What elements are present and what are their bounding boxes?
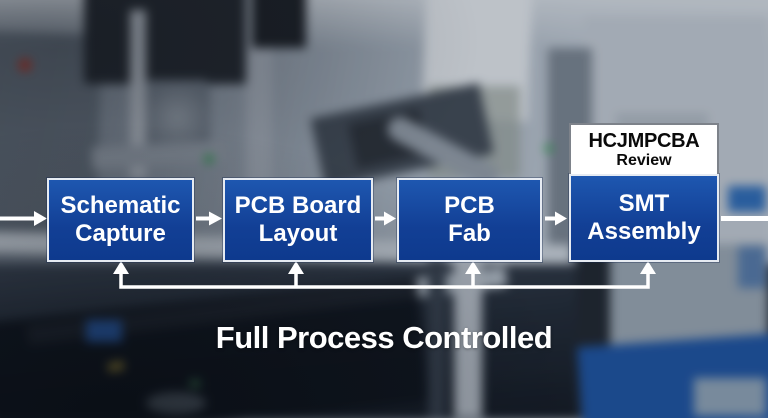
bg-green-indicator-1 bbox=[204, 154, 214, 164]
feedback-loop-line bbox=[119, 273, 650, 289]
bg-light-post bbox=[454, 258, 482, 418]
bg-corner-light bbox=[694, 378, 766, 416]
feedback-arrow-head-3-icon bbox=[465, 261, 481, 274]
feedback-arrow-head-4-icon bbox=[640, 261, 656, 274]
flow-step-label-line: Assembly bbox=[587, 218, 701, 245]
bg-red-indicator bbox=[18, 58, 32, 72]
flow-step-label-line: PCB bbox=[444, 192, 495, 219]
flow-step-label-line: SMT bbox=[618, 190, 670, 217]
bg-green-indicator-2 bbox=[544, 144, 553, 153]
bg-black-module bbox=[252, 0, 306, 48]
flow-step-label-line: PCB Board bbox=[234, 192, 362, 219]
flow-step-schematic-capture: Schematic Capture bbox=[47, 178, 194, 262]
feedback-arrow-head-1-icon bbox=[113, 261, 129, 274]
bg-blue-patch-left bbox=[86, 320, 122, 342]
review-badge-title: HCJMPCBA bbox=[588, 129, 700, 152]
connector-arrow-head-2-icon bbox=[384, 211, 396, 226]
caption-full-process-controlled: Full Process Controlled bbox=[215, 320, 553, 355]
connector-arrow-head-3-icon bbox=[555, 211, 567, 226]
bg-blue-patch-right-top bbox=[728, 186, 766, 212]
flow-step-label-line: Layout bbox=[258, 220, 338, 247]
feedback-arrow-head-2-icon bbox=[288, 261, 304, 274]
bg-metal-post bbox=[130, 10, 146, 178]
review-badge: HCJMPCBA Review bbox=[569, 123, 719, 174]
review-badge-subtitle: Review bbox=[616, 151, 672, 169]
flow-step-label-line: Schematic bbox=[60, 192, 181, 219]
connector-arrow-head-1-icon bbox=[209, 211, 222, 226]
flow-step-smt-assembly: SMT Assembly bbox=[569, 174, 719, 262]
bg-blue-patch-right-bottom bbox=[738, 246, 766, 288]
flow-step-label-line: Fab bbox=[448, 220, 491, 247]
bg-dark-post bbox=[428, 258, 446, 418]
flow-step-pcb-fab: PCB Fab bbox=[397, 178, 542, 262]
bg-green-component bbox=[190, 380, 200, 387]
bg-light-blob bbox=[146, 392, 206, 414]
flow-step-label-line: Capture bbox=[75, 220, 166, 247]
bg-camera-unit bbox=[84, 0, 252, 84]
entry-arrow-head-icon bbox=[34, 211, 47, 226]
flow-step-pcb-board-layout: PCB Board Layout bbox=[223, 178, 373, 262]
